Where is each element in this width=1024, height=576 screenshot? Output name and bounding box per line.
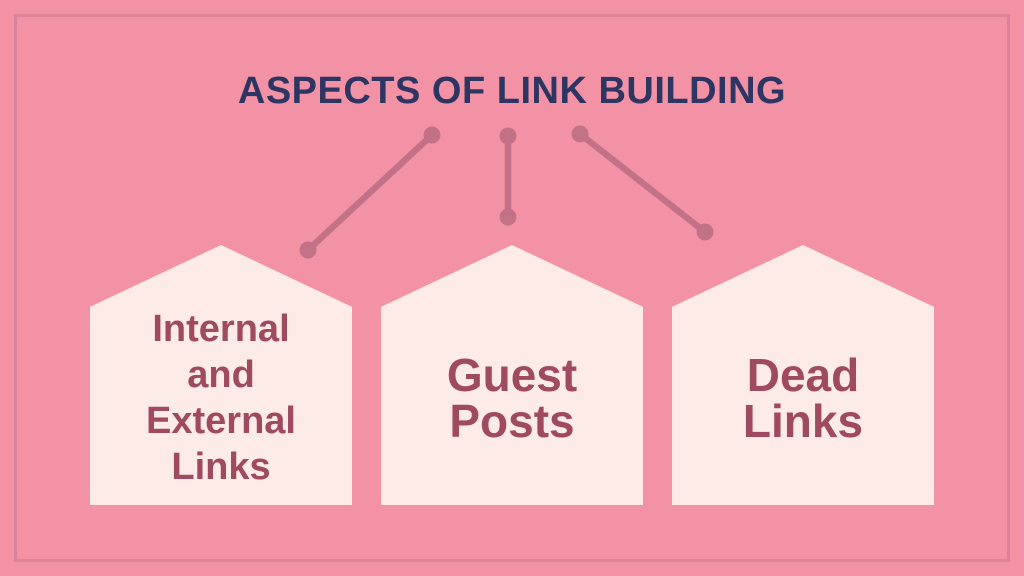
card-label-line: Guest [446,348,578,401]
page-title: ASPECTS OF LINK BUILDING [237,70,787,112]
card-label-line: Internal [152,307,290,350]
card-label-line: Links [171,445,271,488]
connector-left-line [305,132,435,253]
connector-right-top-dot [571,125,589,143]
connector-middle-bottom-dot [499,208,517,226]
connector-left-bottom-dot [299,241,317,259]
connector-middle [499,127,517,226]
card-label-line: Links [742,394,864,447]
connector-right [571,125,714,241]
card-guest-posts: Guest Posts [381,245,643,505]
connector-right-bottom-dot [696,223,714,241]
card-dead-links: Dead Links [672,245,934,505]
card-internal-external-links: Internal and External Links [90,245,352,505]
card-label-line: Dead [746,348,860,401]
connector-left [299,126,441,259]
card-label-line: and [187,353,255,396]
connector-middle-top-dot [499,127,517,145]
connector-left-top-dot [423,126,441,144]
card-label-line: External [146,399,296,442]
connector-right-line [577,131,708,235]
card-label-line: Posts [449,394,575,447]
